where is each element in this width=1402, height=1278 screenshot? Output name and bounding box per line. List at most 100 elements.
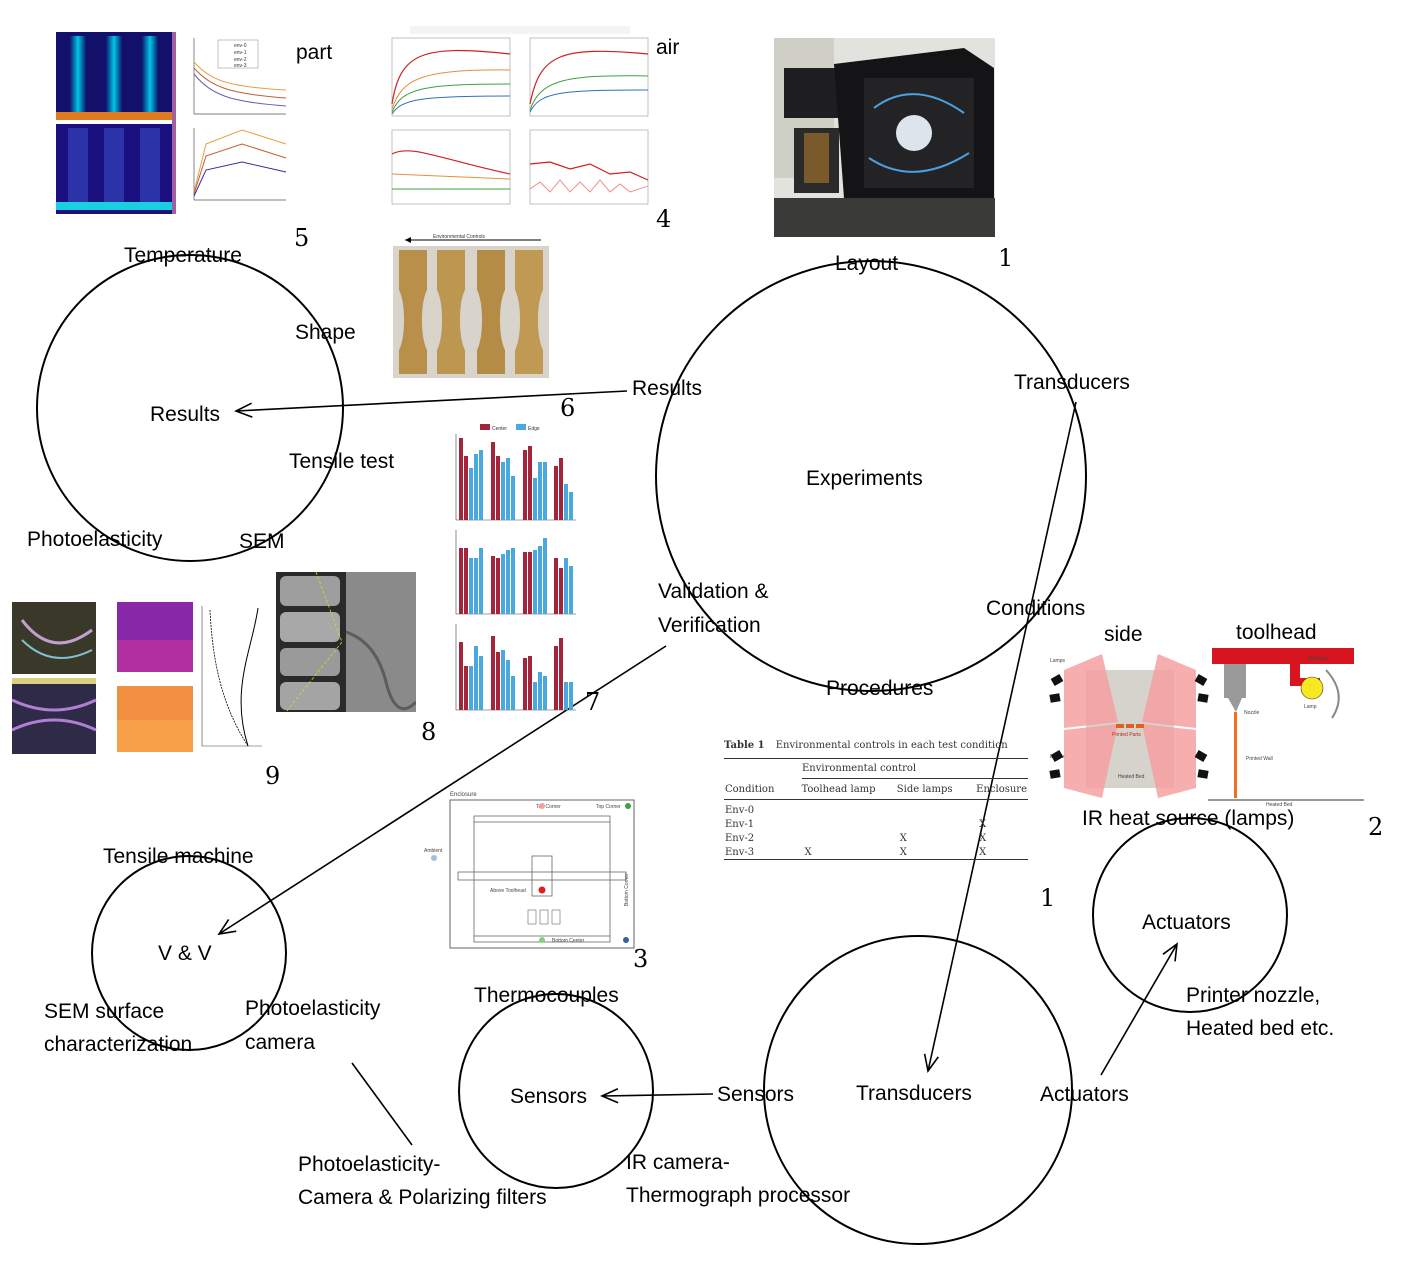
- thermocouples-label: Thermocouples: [474, 984, 619, 1007]
- table1-number: 1: [1040, 884, 1056, 912]
- photoelasticity-results-label: Photoelasticity: [27, 528, 163, 551]
- tensile-test-label: Tensile test: [289, 450, 395, 473]
- fig6-specimen-photo: Environmental Controls: [393, 234, 549, 378]
- fig5-legend-env1: env-1: [234, 50, 247, 56]
- sem-surface-label-line2: characterization: [44, 1033, 193, 1056]
- table1-title: Table 1: [724, 740, 765, 751]
- fig1-photo-number: 1: [998, 244, 1014, 272]
- table1-cell: [896, 804, 975, 818]
- fig5-legend-env3: env-3: [234, 63, 247, 69]
- table1-cell: Env-0: [725, 805, 755, 816]
- vv-circle: [91, 855, 287, 1051]
- fig3-ambient: Ambient: [424, 848, 443, 854]
- arrow-transducers: [923, 401, 1077, 1073]
- vv-center-label: V & V: [158, 942, 212, 965]
- arrow-vv: [217, 645, 667, 936]
- arrow-results: [234, 390, 628, 418]
- fig5-legend-env0: env-0: [234, 43, 247, 49]
- tensile-chart-b: [455, 530, 576, 615]
- fig2-printed-parts: Printed Parts: [1112, 732, 1141, 738]
- fig3-top-corner: Top Corner: [596, 804, 621, 810]
- table1-cell: X: [804, 846, 812, 858]
- tensile-legend-edge: Edge: [528, 426, 540, 432]
- fig1-printer-photo: [774, 38, 995, 237]
- fig9-photoelasticity-images: [12, 600, 264, 754]
- conditions-label: Conditions: [986, 597, 1086, 620]
- table1-group-header: Environmental control: [802, 763, 917, 774]
- table1-cell: Env-3: [725, 846, 755, 858]
- table1-cell: X: [979, 833, 987, 844]
- fig3-number: 3: [633, 945, 649, 973]
- photoelasticity-connector: [351, 1062, 413, 1146]
- fig2-heated-bed: Heated Bed: [1118, 774, 1145, 780]
- shape-label: Shape: [295, 321, 356, 344]
- fig4-air-plots: [380, 24, 652, 208]
- sem-label: SEM: [239, 530, 285, 553]
- ir-heat-source-label: IR heat source (lamps): [1082, 807, 1295, 830]
- table1-cell: X: [979, 819, 987, 830]
- fig9-number: 9: [265, 762, 281, 790]
- actuators-center-label: Actuators: [1142, 911, 1231, 934]
- table1-col-condition: Condition: [725, 784, 775, 796]
- fig2-toolhead-label: toolhead: [1236, 621, 1317, 644]
- photoelasticity-camera-label-line2: camera: [245, 1031, 316, 1054]
- fig6-number: 6: [560, 394, 576, 422]
- transducers-circle: [763, 935, 1073, 1245]
- sensors-circle: [458, 993, 654, 1189]
- results-center-label: Results: [150, 403, 221, 426]
- fig2-nozzle: Nozzle: [1244, 710, 1260, 716]
- table1-cell: X: [979, 846, 987, 858]
- tensile-chart-c: [455, 624, 576, 711]
- printer-nozzle-label-line2: Heated bed etc.: [1186, 1017, 1335, 1040]
- tensile-machine-label: Tensile machine: [103, 845, 254, 868]
- fig6-caption: Environmental Controls: [433, 234, 485, 240]
- polarizing-filters-label-line2: Camera & Polarizing filters: [298, 1186, 547, 1209]
- table1-cell: [800, 818, 895, 832]
- tensile-bar-charts: Center Edge: [440, 420, 580, 716]
- table1-col-toolhead: Toolhead lamp: [801, 784, 876, 796]
- fig8-number: 8: [421, 718, 437, 746]
- fig2-bed-label: Heated Bed: [1266, 802, 1293, 806]
- temperature-label: Temperature: [124, 244, 242, 267]
- ir-camera-label-line2: Thermograph processor: [626, 1184, 851, 1207]
- side-lamps-view: Lamps Lamps Printed Parts Heated: [1049, 654, 1209, 798]
- fig8-sem-images: [276, 572, 416, 712]
- layout-label: Layout: [835, 252, 899, 275]
- fig5-thermal-images: [56, 32, 172, 214]
- fig2-lamp-schematic: Lamps Lamps Printed Parts Heated: [1046, 648, 1366, 806]
- experiments-circle: [655, 260, 1087, 692]
- table1-cell: [800, 804, 895, 818]
- fig5-number: 5: [294, 224, 310, 252]
- fig2-number: 2: [1368, 813, 1384, 841]
- fig2-side-label: side: [1104, 623, 1143, 646]
- thermal-image-graphic: [56, 32, 172, 214]
- arrow-sensors: [600, 1087, 714, 1104]
- sensors-center-label: Sensors: [510, 1085, 588, 1108]
- sensors-branch-label: Sensors: [717, 1083, 795, 1106]
- photoelasticity-camera-label-line1: Photoelasticity: [245, 997, 381, 1020]
- actuators-branch-label: Actuators: [1040, 1083, 1129, 1106]
- results-branch-label: Results: [632, 377, 703, 400]
- fig4-number: 4: [656, 205, 672, 233]
- tensile-legend-center: Center: [492, 426, 507, 432]
- table1-grid: Condition Toolhead lamp Side lamps Enclo…: [724, 781, 1028, 862]
- fig3-thermocouple-layout: Enclosure Top Corner Top Corner Ambient …: [424, 786, 638, 950]
- ir-camera-label-line1: IR camera-: [626, 1151, 730, 1174]
- sem-surface-label-line1: SEM surface: [44, 1000, 165, 1023]
- fig7-number: 7: [585, 688, 601, 716]
- transducers-center-label: Transducers: [856, 1082, 972, 1105]
- fig3-bottom-center: Bottom Center: [552, 938, 585, 944]
- table1-cell: Env-1: [725, 819, 755, 830]
- tensile-chart-a: [455, 434, 576, 521]
- table1-cell: [896, 818, 975, 832]
- fig3-above-toolhead: Above Toolhead: [490, 888, 526, 894]
- validation-label-line1: Validation &: [658, 580, 769, 603]
- fig3-top-corner-center: Top Corner: [536, 804, 561, 810]
- fig2-printed-wall: Printed Wall: [1246, 756, 1273, 762]
- fig5-tag: part: [296, 41, 333, 64]
- printer-nozzle-label-line1: Printer nozzle,: [1186, 984, 1321, 1007]
- table1-cell: [975, 804, 1028, 818]
- transducers-branch-label: Transducers: [1014, 371, 1130, 394]
